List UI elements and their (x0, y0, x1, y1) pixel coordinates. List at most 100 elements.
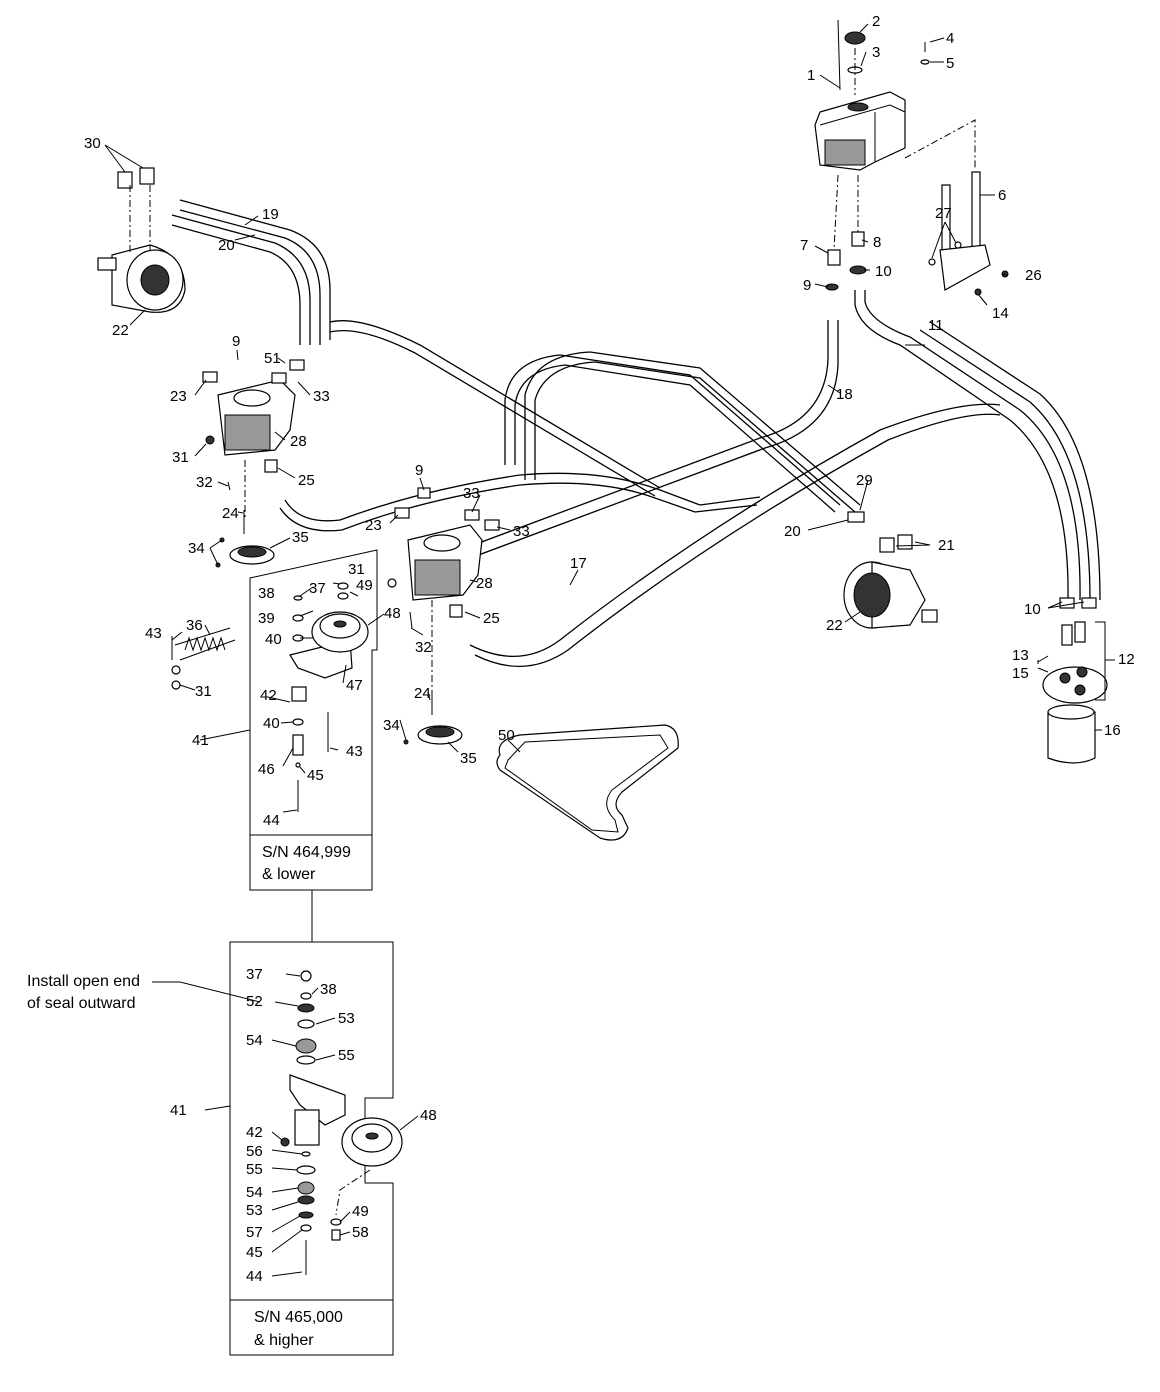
idler-box-lower (229, 941, 403, 1356)
callout-8: 8 (873, 234, 881, 251)
idler-box-upper (171, 549, 378, 942)
callout-18: 18 (836, 386, 853, 403)
callout-48: 48 (384, 605, 401, 622)
callout-labels: 1 2 3 4 5 6 7 8 9 10 11 14 18 26 27 30 1… (84, 13, 1135, 1285)
spring-icon (174, 627, 236, 661)
callout-11: 11 (928, 317, 944, 334)
callout-37: 37 (309, 580, 326, 597)
callout-26: 26 (1025, 267, 1042, 284)
callout-38: 38 (320, 981, 337, 998)
callout-43: 43 (145, 625, 162, 642)
callout-36: 36 (186, 617, 203, 634)
upper-box-serial: S/N 464,999 (262, 844, 351, 861)
callout-13: 13 (1012, 647, 1029, 664)
callout-52: 52 (246, 993, 263, 1010)
seal-note-line2: of seal outward (27, 995, 136, 1012)
callout-6: 6 (998, 187, 1006, 204)
pulley-center (403, 695, 463, 745)
callout-5: 5 (946, 55, 954, 72)
callout-33: 33 (513, 523, 530, 540)
callout-34: 34 (188, 540, 205, 557)
callout-9: 9 (803, 277, 811, 294)
callout-21: 21 (938, 537, 955, 554)
callout-41: 41 (170, 1102, 187, 1119)
callout-29: 29 (856, 472, 873, 489)
reservoir-assembly (814, 31, 976, 171)
hydraulic-pump-left (202, 359, 305, 520)
callout-39: 39 (258, 610, 275, 627)
callout-22: 22 (112, 322, 129, 339)
callout-24: 24 (222, 505, 239, 522)
callout-40: 40 (265, 631, 282, 648)
callout-28: 28 (476, 575, 493, 592)
callout-14: 14 (992, 305, 1009, 322)
serial-captions: S/N 464,999 & lower S/N 465,000 & higher (254, 844, 351, 1349)
callout-53: 53 (338, 1010, 355, 1027)
callout-44: 44 (263, 812, 280, 829)
callout-22: 22 (826, 617, 843, 634)
callout-45: 45 (246, 1244, 263, 1261)
filter-head (1042, 666, 1108, 704)
reservoir-filler-neck (847, 102, 869, 112)
seal-note: Install open end of seal outward (27, 973, 140, 1012)
callout-37: 37 (246, 966, 263, 983)
callout-23: 23 (170, 388, 187, 405)
callout-38: 38 (258, 585, 275, 602)
callout-46: 46 (258, 761, 275, 778)
callout-40: 40 (263, 715, 280, 732)
callout-57: 57 (246, 1224, 263, 1241)
callout-16: 16 (1104, 722, 1121, 739)
callout-45: 45 (307, 767, 324, 784)
callout-9: 9 (415, 462, 423, 479)
callout-2: 2 (872, 13, 880, 30)
lower-box-range: & higher (254, 1332, 314, 1349)
callout-15: 15 (1012, 665, 1029, 682)
cap-icon (844, 31, 866, 45)
hose-17 (469, 403, 1001, 658)
callout-20: 20 (218, 237, 235, 254)
callout-58: 58 (352, 1224, 369, 1241)
callout-28: 28 (290, 433, 307, 450)
callout-54: 54 (246, 1032, 263, 1049)
callout-25: 25 (298, 472, 315, 489)
callout-55: 55 (338, 1047, 355, 1064)
callout-41: 41 (192, 732, 209, 749)
callout-9: 9 (232, 333, 240, 350)
callout-50: 50 (498, 727, 515, 744)
wheel-motor-left (97, 167, 186, 313)
callout-12: 12 (1118, 651, 1135, 668)
hose-long-upper (329, 320, 661, 489)
callout-42: 42 (246, 1124, 263, 1141)
callout-19: 19 (262, 206, 279, 223)
callout-31: 31 (195, 683, 212, 700)
callout-53: 53 (246, 1202, 263, 1219)
callout-24: 24 (414, 685, 431, 702)
callout-54: 54 (246, 1184, 263, 1201)
callout-27: 27 (935, 205, 952, 222)
mounting-bracket-assembly (928, 171, 1009, 296)
idler-box-upper-outline (249, 549, 378, 891)
callout-49: 49 (356, 577, 373, 594)
hose-19 (179, 199, 331, 340)
callout-56: 56 (246, 1143, 263, 1160)
idler-box-lower-outline (229, 941, 394, 1356)
hydraulic-pump-center (387, 487, 500, 710)
callout-35: 35 (460, 750, 477, 767)
seal-note-line1: Install open end (27, 973, 140, 990)
callout-33: 33 (463, 485, 480, 502)
callout-10: 10 (875, 263, 892, 280)
callout-25: 25 (483, 610, 500, 627)
callout-34: 34 (383, 717, 400, 734)
callout-20: 20 (784, 523, 801, 540)
lower-box-serial: S/N 465,000 (254, 1309, 343, 1326)
hose-18 (419, 320, 829, 566)
callout-51: 51 (264, 350, 281, 367)
callout-23: 23 (365, 517, 382, 534)
callout-31: 31 (172, 449, 189, 466)
hose-11 (854, 290, 1069, 601)
callout-32: 32 (196, 474, 213, 491)
callout-49: 49 (352, 1203, 369, 1220)
callout-32: 32 (415, 639, 432, 656)
callout-33: 33 (313, 388, 330, 405)
